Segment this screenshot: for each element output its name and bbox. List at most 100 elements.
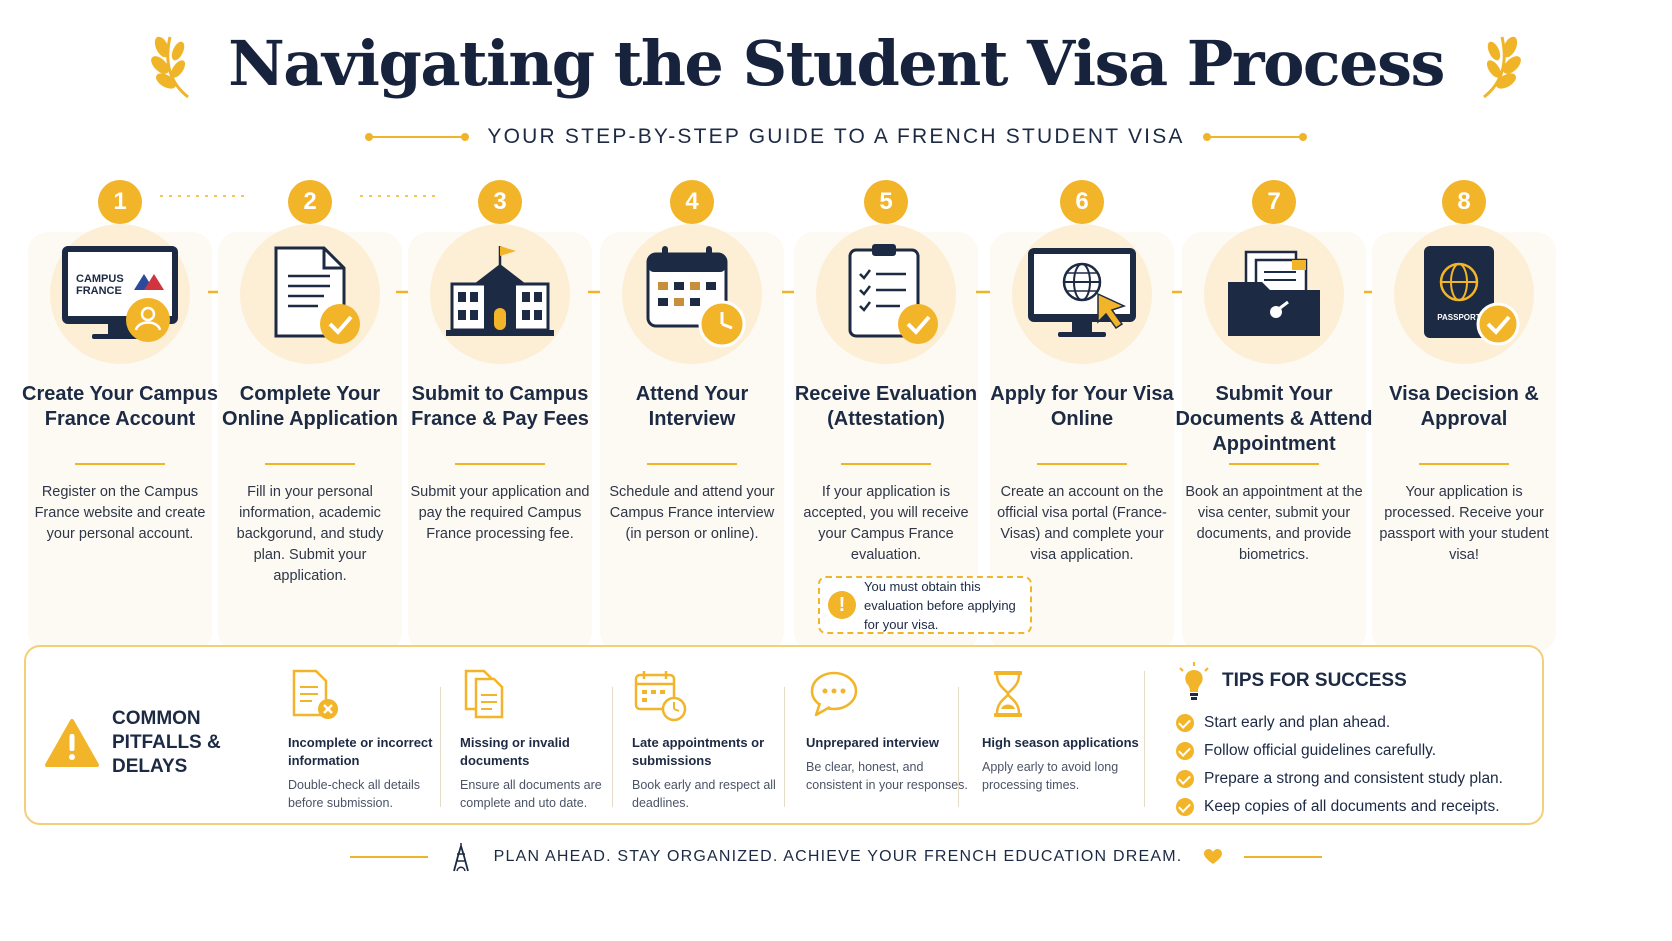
step-7: 7 Submit Your Documents & Attend Appoint… [1174, 180, 1374, 700]
speech-bubble-icon [810, 671, 858, 717]
laurel-icon [151, 36, 190, 99]
step-2: 2 Complete Your Online Application Fill … [210, 180, 410, 700]
pitfall-title: Incomplete or incorrect information [288, 735, 433, 768]
passport-check-icon: PASSPORT [1394, 224, 1534, 364]
pitfall-item: Unprepared interview Be clear, honest, a… [806, 667, 976, 807]
monitor-globe-icon [1012, 224, 1152, 364]
pitfall-item: Late appointments or submissions Book ea… [632, 667, 802, 810]
exclamation-icon: ! [828, 591, 856, 619]
evaluation-note: ! You must obtain this evaluation before… [818, 576, 1032, 634]
divider [365, 133, 470, 141]
divider [1244, 856, 1323, 858]
warning-triangle-icon [45, 719, 99, 767]
step-4: 4 Attend Your Interview Schedule and [592, 180, 792, 700]
step-number: 6 [1060, 180, 1104, 224]
divider [1229, 463, 1319, 465]
step-description: Your application is processed. Receive y… [1379, 484, 1549, 563]
tip-item: Keep copies of all documents and receipt… [1176, 793, 1536, 821]
tip-text: Start early and plan ahead. [1204, 714, 1391, 731]
header: Navigating the Student Visa Process [0, 18, 1672, 108]
step-description: Fill in your personal information, acade… [236, 484, 384, 584]
note-text: You must obtain this evaluation before a… [864, 578, 1016, 632]
pitfall-title: High season applications [982, 735, 1139, 750]
footer-text: PLAN AHEAD. STAY ORGANIZED. ACHIEVE YOUR… [493, 848, 1183, 865]
pitfall-item: Incomplete or incorrect information Doub… [288, 667, 458, 810]
svg-text:PASSPORT: PASSPORT [1437, 313, 1481, 322]
divider [1144, 671, 1145, 807]
step-title: Apply for Your Visa Online [990, 383, 1174, 430]
check-icon [1176, 714, 1194, 732]
step-title: Receive Evaluation (Attestation) [794, 383, 978, 430]
dotted-connector [160, 195, 250, 197]
subtitle-row: YOUR STEP-BY-STEP GUIDE TO A FRENCH STUD… [0, 122, 1672, 152]
step-title: Complete Your Online Application [222, 383, 398, 430]
heart-icon [1204, 849, 1223, 864]
step-number: 7 [1252, 180, 1296, 224]
step-number: 2 [288, 180, 332, 224]
step-description: If your application is accepted, you wil… [803, 484, 969, 563]
university-building-icon [430, 224, 570, 364]
step-title: Create Your Campus France Account [22, 383, 218, 430]
lightbulb-icon [1179, 662, 1209, 700]
svg-text:CAMPUS: CAMPUS [76, 273, 124, 285]
check-icon [1176, 798, 1194, 816]
calendar-late-icon [634, 671, 687, 722]
pitfall-item: High season applications Apply early to … [982, 667, 1152, 807]
check-icon [1176, 742, 1194, 760]
step-number: 3 [478, 180, 522, 224]
step-title: Attend Your Interview [635, 383, 749, 430]
tip-text: Keep copies of all documents and receipt… [1204, 798, 1500, 815]
divider [440, 687, 441, 807]
step-1: 1 CAMPUS FRANCE Create Your Campus Franc… [20, 180, 220, 700]
step-title: Submit Your Documents & Attend Appointme… [1175, 383, 1373, 455]
tip-item: Start early and plan ahead. [1176, 709, 1536, 737]
tips-section: TIPS FOR SUCCESS Start early and plan ah… [1176, 661, 1536, 821]
pitfall-description: Ensure all documents are complete and ut… [460, 778, 602, 810]
divider [265, 463, 355, 465]
check-icon [1176, 770, 1194, 788]
folder-documents-icon [1204, 224, 1344, 364]
process-steps: 1 CAMPUS FRANCE Create Your Campus Franc… [20, 180, 1652, 700]
divider [612, 687, 613, 807]
laurel-icon [1482, 36, 1521, 99]
pitfall-title: Late appointments or submissions [632, 735, 765, 768]
subtitle: YOUR STEP-BY-STEP GUIDE TO A FRENCH STUD… [487, 125, 1185, 148]
pitfall-description: Double-check all details before submissi… [288, 778, 421, 810]
divider [75, 463, 165, 465]
step-number: 1 [98, 180, 142, 224]
pitfall-title: Unprepared interview [806, 735, 939, 750]
pitfall-title: Missing or invalid documents [460, 735, 570, 768]
step-3: 3 Submit to Campus France & Pay Fees [400, 180, 600, 700]
tips-list: Start early and plan ahead. Follow offic… [1176, 709, 1536, 821]
tips-title: TIPS FOR SUCCESS [1222, 670, 1407, 691]
documents-icon [464, 669, 504, 719]
divider [349, 856, 428, 858]
divider [958, 687, 959, 807]
step-number: 8 [1442, 180, 1486, 224]
step-description: Schedule and attend your Campus France i… [609, 484, 775, 542]
footer: PLAN AHEAD. STAY ORGANIZED. ACHIEVE YOUR… [0, 842, 1672, 872]
pitfalls-heading: COMMON PITFALLS & DELAYS [44, 707, 272, 779]
tip-text: Follow official guidelines carefully. [1204, 742, 1437, 759]
step-title: Visa Decision & Approval [1389, 383, 1539, 430]
pitfall-description: Book early and respect all deadlines. [632, 778, 776, 810]
page-title: Navigating the Student Visa Process [228, 26, 1445, 100]
divider [1202, 133, 1307, 141]
calendar-clock-icon [622, 224, 762, 364]
step-description: Submit your application and pay the requ… [410, 484, 590, 542]
divider [784, 687, 785, 807]
document-x-icon [292, 669, 338, 719]
pitfall-item: Missing or invalid documents Ensure all … [460, 667, 630, 810]
pitfalls-title: COMMON PITFALLS & DELAYS [112, 708, 221, 777]
step-description: Book an appointment at the visa center, … [1185, 484, 1363, 563]
step-8: 8 PASSPORT Visa Decision & Approval Your… [1364, 180, 1564, 700]
divider [841, 463, 931, 465]
divider [1037, 463, 1127, 465]
divider [647, 463, 737, 465]
tips-heading: TIPS FOR SUCCESS [1176, 661, 1536, 701]
pitfall-description: Apply early to avoid long processing tim… [982, 760, 1119, 792]
tip-item: Prepare a strong and consistent study pl… [1176, 765, 1536, 793]
divider [455, 463, 545, 465]
svg-text:FRANCE: FRANCE [76, 285, 122, 297]
step-description: Register on the Campus France website an… [34, 484, 206, 542]
